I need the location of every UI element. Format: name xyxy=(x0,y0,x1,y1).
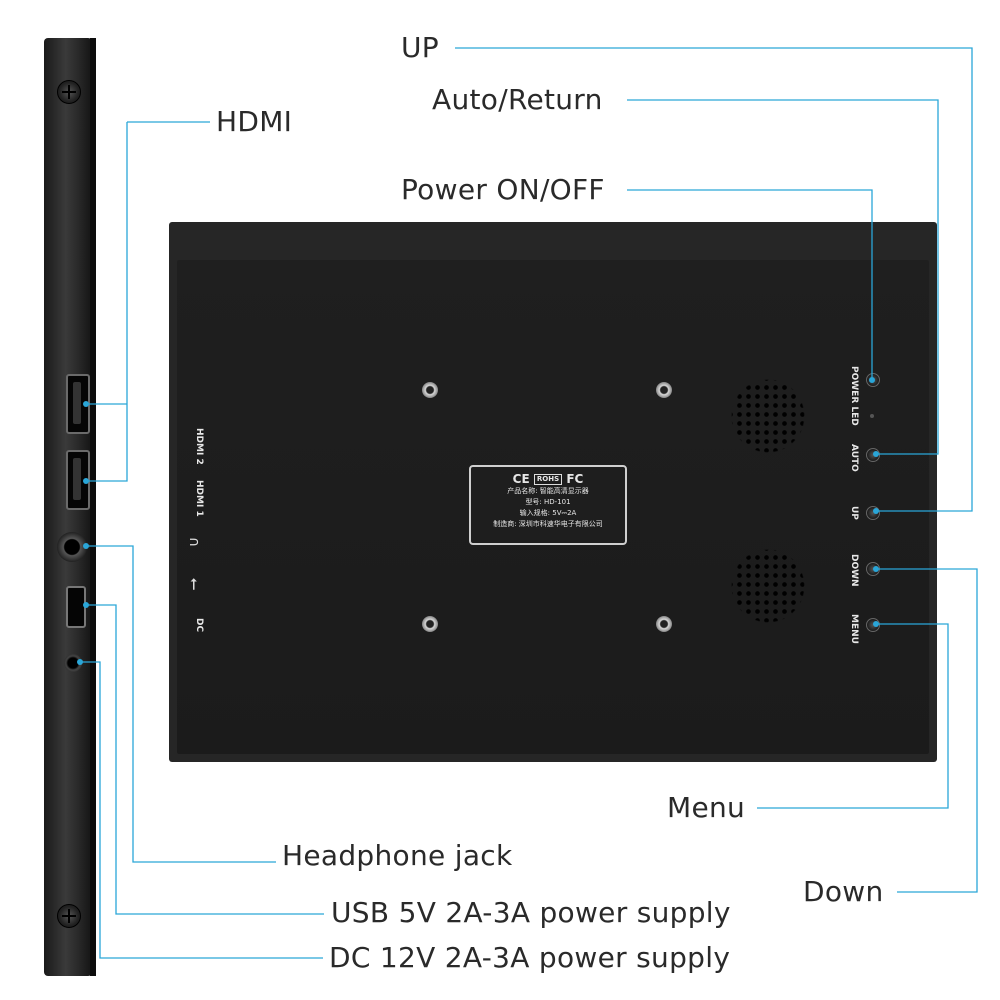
callout-dc-power: DC 12V 2A-3A power supply xyxy=(329,941,731,974)
dc-port xyxy=(64,654,82,672)
monitor-side-profile xyxy=(44,38,96,976)
callout-up: UP xyxy=(401,31,439,64)
leader-dot-down xyxy=(873,566,879,572)
certification-marks: CE ROHS FC xyxy=(471,472,625,486)
leader-up xyxy=(455,47,973,512)
callout-auto-return: Auto/Return xyxy=(432,83,603,116)
callout-hdmi: HDMI xyxy=(216,105,293,138)
leader-dot-power xyxy=(869,377,875,383)
product-label-plate: CE ROHS FC 产品名称: 智能高清显示器 型号: HD-101 输入规格… xyxy=(469,465,627,545)
ce-mark: CE xyxy=(512,472,530,486)
leader-dot-menu xyxy=(873,621,879,627)
leader-usb xyxy=(86,604,324,915)
screw-bottom-icon xyxy=(57,904,81,928)
leader-auto-return xyxy=(627,99,939,455)
leader-down xyxy=(876,568,978,893)
leader-dot-hdmi2 xyxy=(83,401,89,407)
leader-dot-usb xyxy=(83,602,89,608)
vesa-mount-hole xyxy=(656,382,672,398)
vesa-mount-hole xyxy=(422,616,438,632)
rohs-mark: ROHS xyxy=(533,474,563,485)
leader-headphone xyxy=(86,545,276,863)
leader-dot-dc xyxy=(77,659,83,665)
leader-dot-up xyxy=(873,508,879,514)
plate-model: 型号: HD-101 xyxy=(525,498,571,506)
speaker-grille-bottom xyxy=(726,544,810,628)
leader-dot-hdmi1 xyxy=(83,478,89,484)
plate-manufacturer: 制造商: 深圳市科速华电子有限公司 xyxy=(493,520,603,528)
leader-dot-auto xyxy=(873,451,879,457)
callout-usb-power: USB 5V 2A-3A power supply xyxy=(331,896,731,929)
leader-dot-headphone xyxy=(83,543,89,549)
leader-dc xyxy=(80,661,323,959)
plate-product-name: 产品名称: 智能高清显示器 xyxy=(507,487,589,495)
headphone-jack-port xyxy=(57,532,87,562)
callout-power: Power ON/OFF xyxy=(401,173,605,206)
hdmi2-port xyxy=(66,374,90,434)
screw-top-icon xyxy=(57,80,81,104)
leader-menu xyxy=(757,623,949,809)
plate-input-spec: 输入规格: 5V⎓2A xyxy=(519,509,577,517)
callout-down: Down xyxy=(803,875,884,908)
callout-headphone: Headphone jack xyxy=(282,839,513,872)
vesa-mount-hole xyxy=(656,616,672,632)
speaker-grille-top xyxy=(726,374,810,458)
leader-hdmi xyxy=(86,121,210,482)
side-edge xyxy=(90,38,96,976)
vesa-mount-hole xyxy=(422,382,438,398)
fc-mark: FC xyxy=(566,472,584,486)
callout-menu: Menu xyxy=(667,791,746,824)
leader-power xyxy=(627,189,873,378)
power-led-indicator xyxy=(870,414,874,418)
